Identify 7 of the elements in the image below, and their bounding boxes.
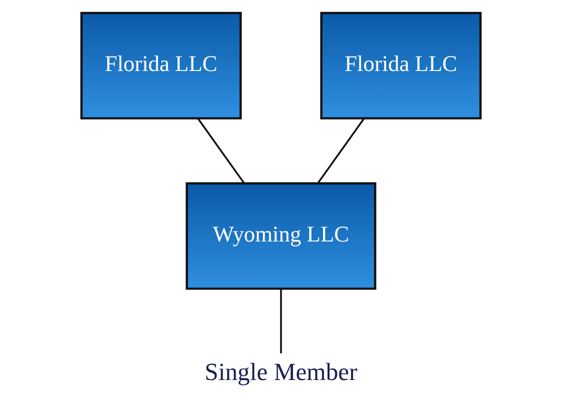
node-box: Florida LLC xyxy=(320,12,482,120)
node-box: Florida LLC xyxy=(80,12,242,120)
node-box: Wyoming LLC xyxy=(186,182,376,290)
connector xyxy=(317,118,365,184)
node-text: Single Member xyxy=(204,359,358,386)
connector xyxy=(280,288,282,354)
connector xyxy=(197,118,245,184)
